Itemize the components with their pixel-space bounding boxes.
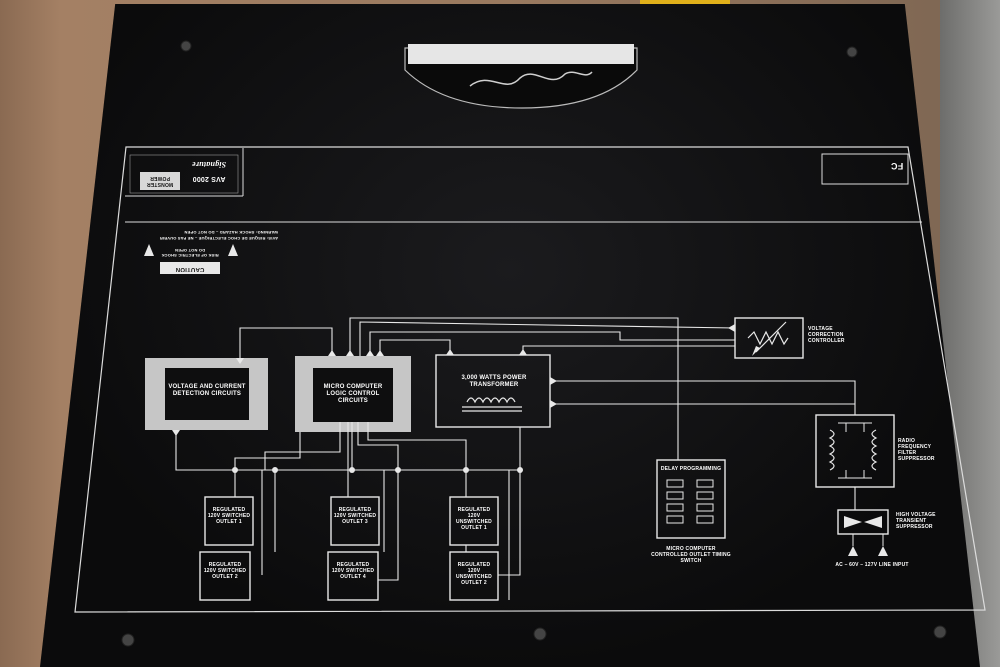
outlet-1-label: REGULATED 120V SWITCHED OUTLET 1 <box>207 507 251 525</box>
unswitched-2-label: REGULATED 120V UNSWITCHED OUTLET 2 <box>456 562 492 586</box>
input-plug-right-icon <box>878 546 888 556</box>
caution-note: RISK OF ELECTRIC SHOCK DO NOT OPEN <box>161 248 219 258</box>
delay-programming-block <box>656 459 726 539</box>
transient-block <box>837 509 889 535</box>
series-label: Signature <box>191 160 227 169</box>
rf-coil-left-icon <box>828 429 835 471</box>
panel-shading <box>40 4 980 667</box>
detection-label: VOLTAGE AND CURRENT DETECTION CIRCUITS <box>168 384 246 397</box>
model-label: AVS 2000 <box>192 175 226 182</box>
outlet-3-box <box>330 496 380 546</box>
brand-logo <box>140 172 180 190</box>
voltage-controller-block <box>734 317 804 359</box>
warning-text: WARNING: SHOCK HAZARD – DO NOT OPEN <box>184 230 278 235</box>
signature-scribble <box>469 71 593 87</box>
caution-label: CAUTION <box>175 266 205 272</box>
outlet-2-box <box>199 551 251 601</box>
rf-filter-label: RADIO FREQUENCY FILTER SUPPRESSOR <box>898 438 935 462</box>
lightning-triangle-icon <box>228 244 238 256</box>
transformer-label: 3,000 WATTS POWER TRANSFORMER <box>461 375 527 388</box>
fcc-logo: FC <box>890 161 904 171</box>
delay-label: DELAY PROGRAMMING <box>660 466 722 472</box>
outlet-4-label: REGULATED 120V SWITCHED OUTLET 4 <box>331 562 375 580</box>
signature-badge-label <box>408 44 634 64</box>
diagram-border <box>74 146 986 613</box>
unswitched-2-box <box>449 551 499 601</box>
warning-triangle-icon <box>144 244 154 256</box>
logic-label: MICRO COMPUTER LOGIC CONTROL CIRCUITS <box>323 384 383 404</box>
unswitched-1-box <box>449 496 499 546</box>
outlet-4-box <box>327 551 379 601</box>
rf-coil-right-icon <box>871 429 878 471</box>
outlet-3-label: REGULATED 120V SWITCHED OUTLET 3 <box>333 507 377 525</box>
outlet-2-label: REGULATED 120V SWITCHED OUTLET 2 <box>203 562 247 580</box>
rf-filter-block <box>815 414 895 488</box>
wiring <box>175 317 856 600</box>
brand-label: MONSTER POWER <box>146 175 174 187</box>
transient-label: HIGH VOLTAGE TRANSIENT SUPPRESSOR <box>896 512 936 530</box>
unswitched-1-label: REGULATED 120V UNSWITCHED OUTLET 1 <box>456 507 492 531</box>
fcc-box <box>821 153 909 185</box>
voltage-controller-label: VOLTAGE CORRECTION CONTROLLER <box>808 326 845 344</box>
avis-text: AVIS: RISQUE DE CHOC ELECTRIQUE – NE PAS… <box>159 236 278 241</box>
outlet-1-box <box>204 496 254 546</box>
transformer-coil-icon <box>466 397 516 404</box>
line-input-label: AC – 60V – 127V LINE INPUT <box>835 562 909 568</box>
transformer-block <box>435 354 551 428</box>
timing-switch-label: MICRO COMPUTER CONTROLLED OUTLET TIMING … <box>651 546 731 564</box>
variable-resistor-icon <box>747 330 789 346</box>
input-plug-left-icon <box>848 546 858 556</box>
